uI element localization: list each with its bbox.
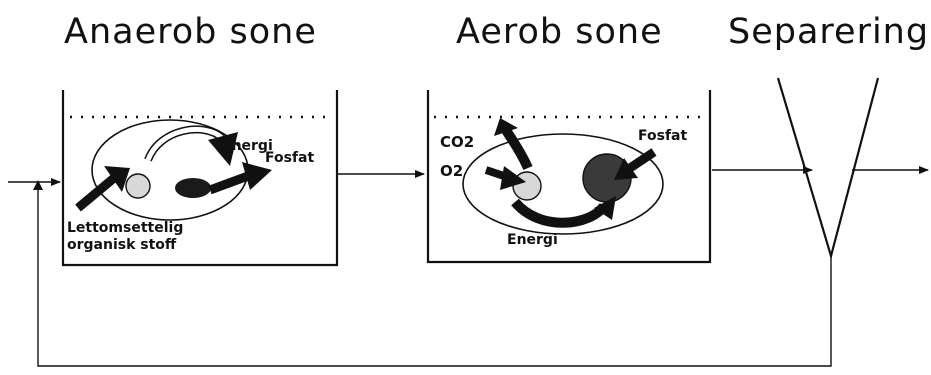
return-arrow-head xyxy=(33,180,43,190)
aerob-cell xyxy=(462,133,664,235)
polyphosphate-granule xyxy=(175,178,211,198)
aerob-tank xyxy=(426,90,712,264)
label-energi-anaerob: Energi xyxy=(222,138,273,154)
substrate-uptake-arrow xyxy=(75,174,117,212)
co2-release-arrow xyxy=(501,127,533,171)
label-co2: CO2 xyxy=(440,133,474,151)
anaerob-tank xyxy=(61,90,339,267)
title-separation: Separering xyxy=(728,12,930,52)
title-anaerob-zone: Anaerob sone xyxy=(64,12,317,52)
energy-curve-aerob xyxy=(511,198,609,228)
label-fosfat-anaerob: Fosfat xyxy=(265,150,314,166)
phosphate-release-arrow xyxy=(208,171,250,195)
label-substrate-line1: Lettomsettelig xyxy=(67,220,183,236)
title-aerob-zone: Aerob sone xyxy=(456,12,663,52)
label-o2: O2 xyxy=(440,162,463,180)
phosphate-uptake-arrow xyxy=(627,148,657,172)
label-fosfat-aerob: Fosfat xyxy=(638,128,687,144)
label-substrate-line2: organisk stoff xyxy=(67,237,177,253)
label-energi-aerob: Energi xyxy=(507,232,558,248)
separator-cone xyxy=(776,77,880,261)
energy-arrow-head xyxy=(208,132,238,166)
substrate-granule xyxy=(125,173,151,199)
return-sludge-line xyxy=(37,190,832,367)
